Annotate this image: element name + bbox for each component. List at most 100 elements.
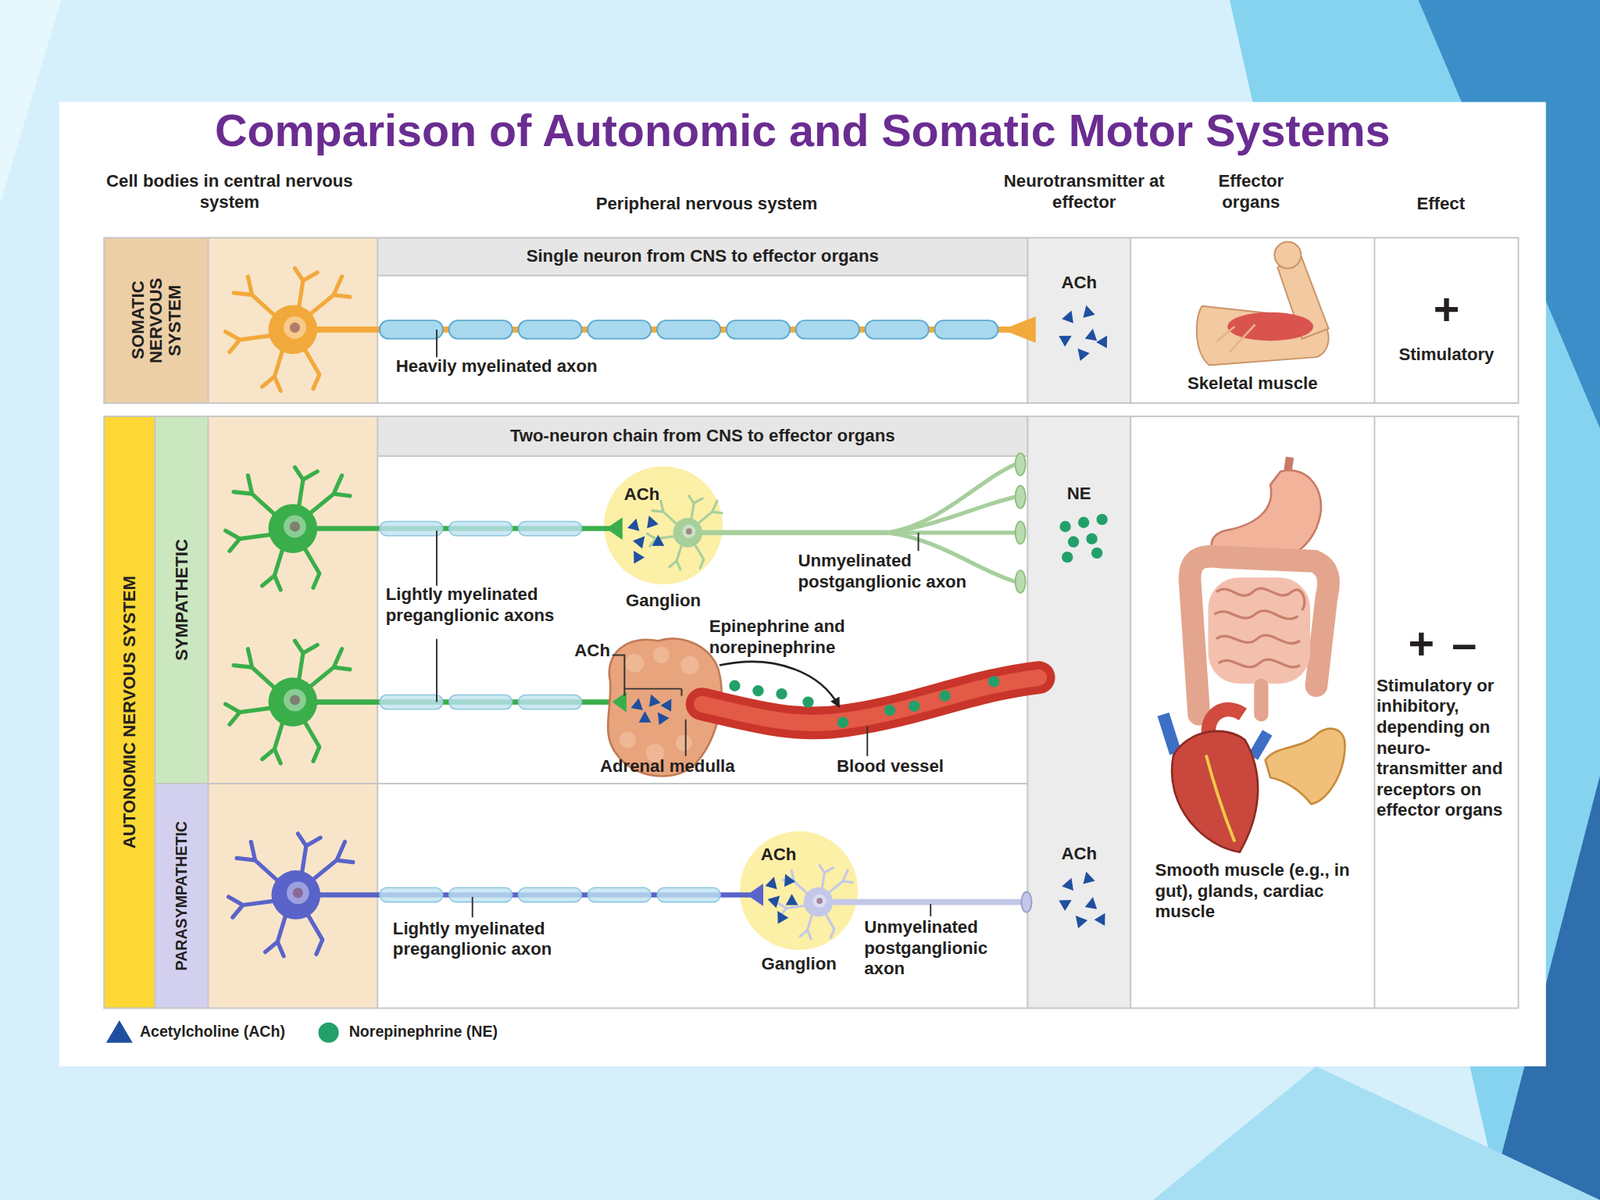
parasympathetic-neuron — [746, 883, 764, 907]
pathway-header: Two-neuron chain from CNS to effector or… — [377, 416, 1028, 457]
legend-symbol — [106, 1020, 133, 1043]
digestive-tract-illustration — [1207, 577, 1311, 684]
sympathetic-neuron — [1015, 485, 1026, 509]
acetylcholine-particle — [1094, 910, 1111, 926]
column-header: Peripheral nervous system — [530, 193, 883, 215]
digestive-tract-illustration — [1189, 556, 1329, 715]
part-label: Blood vessel — [836, 756, 980, 778]
norepinephrine-particle — [884, 704, 896, 716]
table-cell-fill — [103, 237, 1131, 1008]
acetylcholine-particle — [1072, 344, 1090, 361]
parasympathetic-neuron — [228, 833, 1033, 957]
acetylcholine-particle — [627, 517, 643, 532]
heart-illustration — [1163, 709, 1268, 852]
arm-illustration — [1274, 242, 1301, 269]
heart-illustration — [1253, 732, 1268, 758]
acetylcholine-particle — [1058, 330, 1075, 347]
parasympathetic-neuron — [657, 887, 721, 902]
adrenal-medulla — [625, 653, 645, 673]
acetylcholine-particle — [779, 871, 796, 887]
table-grid-line — [103, 237, 1518, 1008]
norepinephrine-particle — [1091, 547, 1103, 559]
label-box: SOMATIC NERVOUS SYSTEM — [103, 237, 208, 404]
acetylcholine-particle — [639, 710, 652, 722]
table-grid-line — [1373, 416, 1375, 1009]
part-label: ACh — [574, 640, 619, 662]
node-text: Stimulatory or inhibitory, depending on … — [1376, 675, 1519, 822]
label-box: AUTONOMIC NERVOUS SYSTEM — [103, 416, 155, 1009]
sympathetic-neuron — [379, 521, 583, 536]
table-grid-line — [376, 237, 379, 404]
norepinephrine-particle — [1078, 517, 1090, 529]
neurotransmitter-cell: NEACh — [1027, 416, 1131, 1009]
digestive-tract-illustration — [1287, 457, 1290, 472]
parasympathetic-neuron — [379, 887, 721, 902]
acetylcholine-particle — [660, 696, 677, 712]
effector-cell: Skeletal muscle — [1130, 237, 1375, 404]
leader-line — [866, 726, 868, 757]
acetylcholine-particle — [1096, 332, 1113, 349]
norepinephrine-particle — [775, 688, 787, 700]
blood-vessel — [702, 677, 1040, 723]
table-cell-fill — [103, 416, 155, 1009]
heart-illustration — [1208, 709, 1243, 740]
acetylcholine-particle — [1061, 875, 1078, 891]
table-cell-fill — [377, 416, 1028, 457]
acetylcholine-particle — [767, 891, 784, 908]
adrenal-medulla — [680, 656, 700, 675]
sympathetic-neuron — [225, 467, 350, 590]
neurotransmitter-cell: ACh — [1027, 237, 1131, 404]
part-label: Lightly myelinated preganglionic axons — [385, 584, 611, 626]
parasympathetic-neuron — [587, 887, 651, 902]
somatic-neuron — [726, 320, 790, 340]
table-grid-line — [154, 416, 157, 1009]
node-text: + — [1374, 282, 1518, 337]
sympathetic-neuron — [1015, 453, 1026, 476]
table-cell-fill — [207, 416, 378, 1009]
acetylcholine-particle — [628, 547, 645, 564]
acetylcholine-particle — [652, 534, 665, 546]
label-box: PARASYMPATHETIC — [155, 783, 209, 1008]
sympathetic-neuron — [1015, 453, 1026, 593]
acetylcholine-particle — [630, 696, 645, 711]
leader-line — [435, 329, 438, 358]
leader-line — [471, 896, 474, 918]
norepinephrine-particle — [1096, 514, 1108, 525]
label-box: SYMPATHETIC — [155, 416, 209, 784]
column-header: Neurotransmitter at effector — [1000, 171, 1169, 213]
table-grid-line — [377, 275, 1028, 277]
node-text: Stimulatory — [1374, 344, 1518, 366]
part-label: Epinephrine and norepinephrine — [709, 616, 893, 658]
node-text: + — [1400, 617, 1442, 672]
adrenal-medulla — [607, 638, 722, 776]
sympathetic-neuron — [306, 525, 613, 532]
leader-line — [435, 639, 438, 703]
white-panel — [59, 102, 1547, 1067]
table-grid-line — [1129, 237, 1132, 404]
arm-illustration — [1216, 324, 1256, 352]
sympathetic-neuron — [647, 496, 723, 570]
nervous-system-row: AUTONOMIC NERVOUS SYSTEM Two-neuron chain… — [103, 416, 1518, 1009]
leader-line — [685, 719, 687, 757]
adrenal-neuron — [518, 694, 583, 709]
somatic-neuron — [379, 320, 443, 340]
table-cell-fill — [103, 237, 208, 404]
table-grid-line — [1129, 416, 1132, 1009]
acetylcholine-particle — [1085, 327, 1100, 341]
somatic-neuron — [449, 320, 513, 340]
norepinephrine-particle — [1067, 535, 1079, 547]
release-arrow — [719, 661, 840, 707]
parasympathetic-neuron — [828, 899, 1025, 906]
part-label: Unmyelinated postganglionic axon — [864, 917, 1028, 980]
norepinephrine-particle — [728, 680, 740, 692]
arm-illustration — [1196, 306, 1329, 366]
norepinephrine-particle — [802, 696, 814, 708]
sympathetic-neuron — [700, 530, 888, 536]
table-grid-line — [1373, 237, 1375, 404]
adrenal-neuron — [225, 640, 617, 764]
node-text: ACh — [753, 844, 804, 866]
column-header: Effector organs — [1193, 171, 1308, 213]
